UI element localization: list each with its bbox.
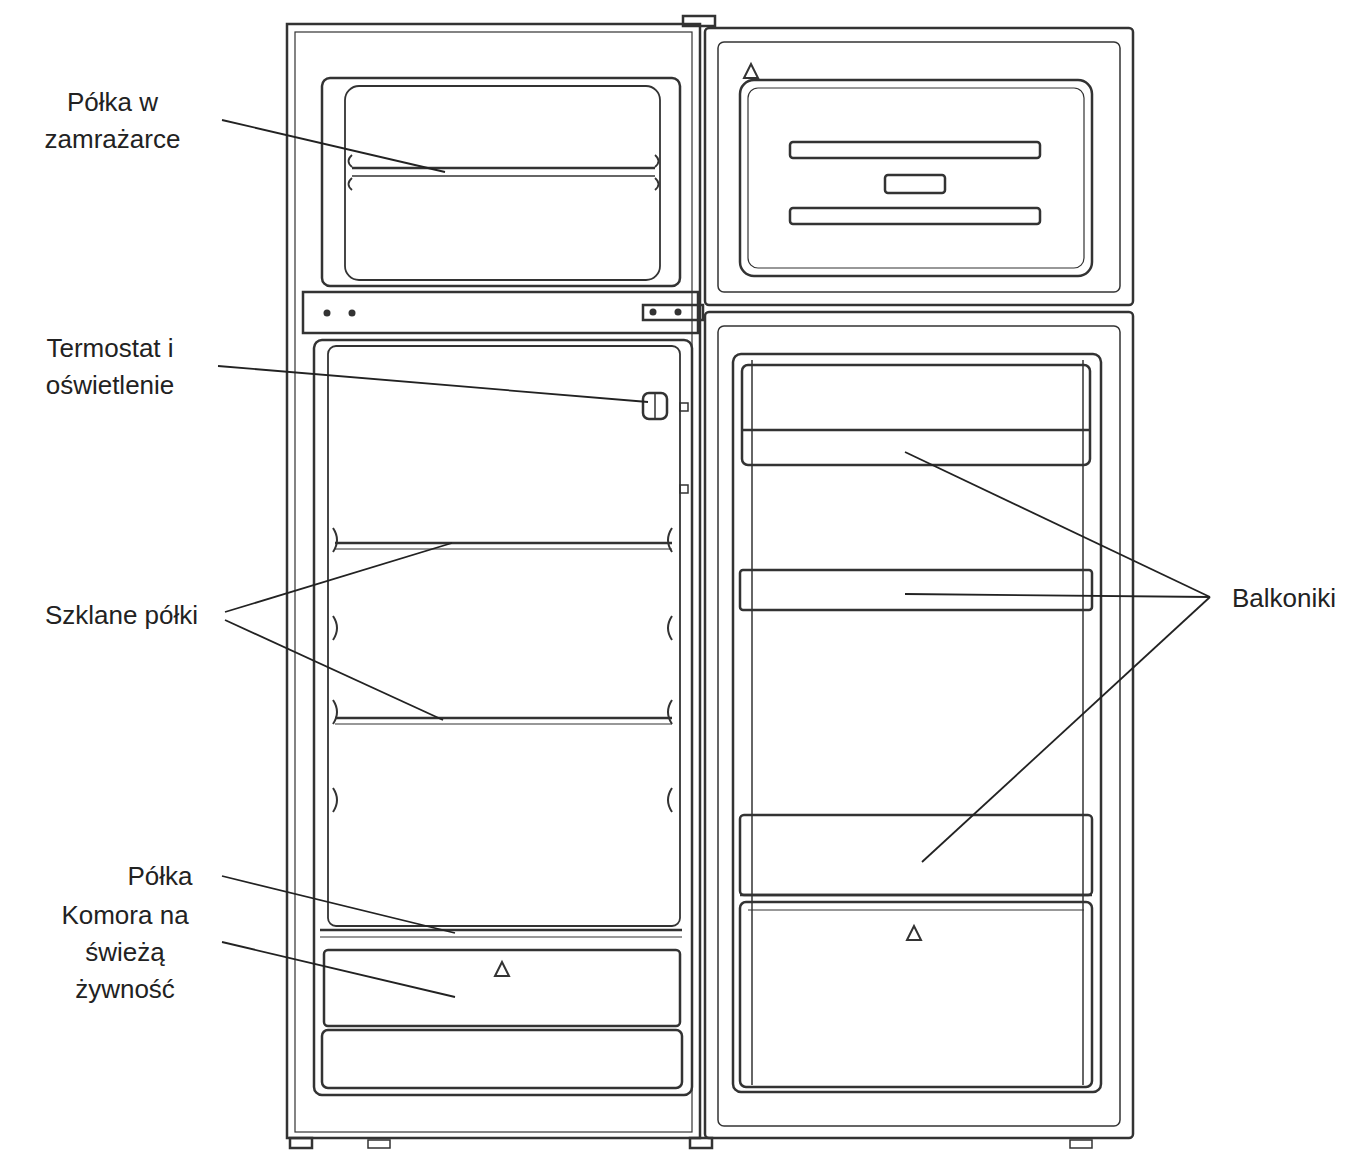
crisper-cover-edge (320, 936, 682, 937)
fridge-cavity (314, 340, 692, 1095)
dot (675, 309, 682, 316)
dot (650, 309, 657, 316)
glass-shelf-edge (335, 723, 672, 724)
light-switch (680, 403, 688, 411)
freezer-cavity (322, 78, 680, 286)
thermostat-knob (643, 393, 667, 419)
leader-line (222, 120, 445, 172)
divider-dots (324, 309, 682, 317)
foot (690, 1138, 712, 1148)
door-rail (790, 142, 1040, 158)
freezer-door-gasket (718, 42, 1120, 292)
balcony-front (740, 894, 1092, 897)
door-badge (885, 175, 945, 193)
door-bin (740, 902, 1092, 1087)
thermostat-mark (654, 393, 656, 419)
foot (290, 1138, 312, 1148)
leader-line (225, 620, 443, 720)
crisper-bin (322, 1030, 682, 1088)
part-label: Szklane półki (14, 597, 229, 634)
freezer-door (705, 28, 1133, 305)
glass-shelf (335, 717, 672, 720)
dot (349, 310, 356, 317)
part-label: Komora na świeżą żywność (45, 897, 205, 1008)
crisper-front (324, 950, 680, 1026)
door-balcony (740, 815, 1092, 895)
cabinet-inner (295, 32, 692, 1132)
fridge-door-gasket (718, 326, 1120, 1126)
crisper-symbol (495, 962, 509, 976)
fridge-liner (328, 346, 680, 926)
shelf-supports (333, 528, 672, 812)
fridge-door (705, 312, 1133, 1138)
leader-line (905, 452, 1210, 597)
fridge-door-liner (733, 354, 1101, 1092)
leader-line (222, 876, 455, 933)
light-switch (680, 485, 688, 493)
glass-shelf (335, 542, 672, 545)
hinge (683, 16, 715, 26)
crisper-cover (320, 929, 682, 932)
hinge (643, 305, 703, 320)
door-symbol (744, 64, 758, 78)
part-label: Termostat i oświetlenie (20, 330, 200, 404)
divider-band (303, 292, 698, 333)
part-label: Półka (110, 858, 210, 895)
part-label: Półka w zamrażarce (10, 84, 215, 158)
foot (368, 1140, 390, 1148)
foot (1070, 1140, 1092, 1148)
dot (324, 310, 331, 317)
leader-line (225, 543, 452, 612)
doors (705, 28, 1133, 1138)
door-rail (790, 208, 1040, 224)
fridge-body (287, 16, 1092, 1148)
door-bin-edge (748, 909, 1084, 910)
leader-line (218, 366, 648, 402)
freezer-door-liner (740, 80, 1092, 276)
part-label: Balkoniki (1214, 580, 1354, 617)
freezer-liner (345, 86, 660, 280)
door-balcony (740, 570, 1092, 610)
cabinet (287, 24, 700, 1138)
freezer-door-liner-inner (748, 88, 1084, 268)
freezer-shelf (352, 167, 655, 170)
glass-shelf-edge (335, 548, 672, 549)
leader-line (905, 594, 1210, 597)
freezer-shelf-edge (352, 175, 655, 177)
leader-lines (218, 120, 1210, 997)
door-side-rail (1082, 360, 1084, 1085)
balcony-front (742, 429, 1090, 432)
door-side-rail (751, 360, 753, 1085)
leader-line (922, 597, 1210, 862)
door-balcony (742, 365, 1090, 465)
leader-line (222, 942, 455, 997)
door-symbol (907, 926, 921, 940)
